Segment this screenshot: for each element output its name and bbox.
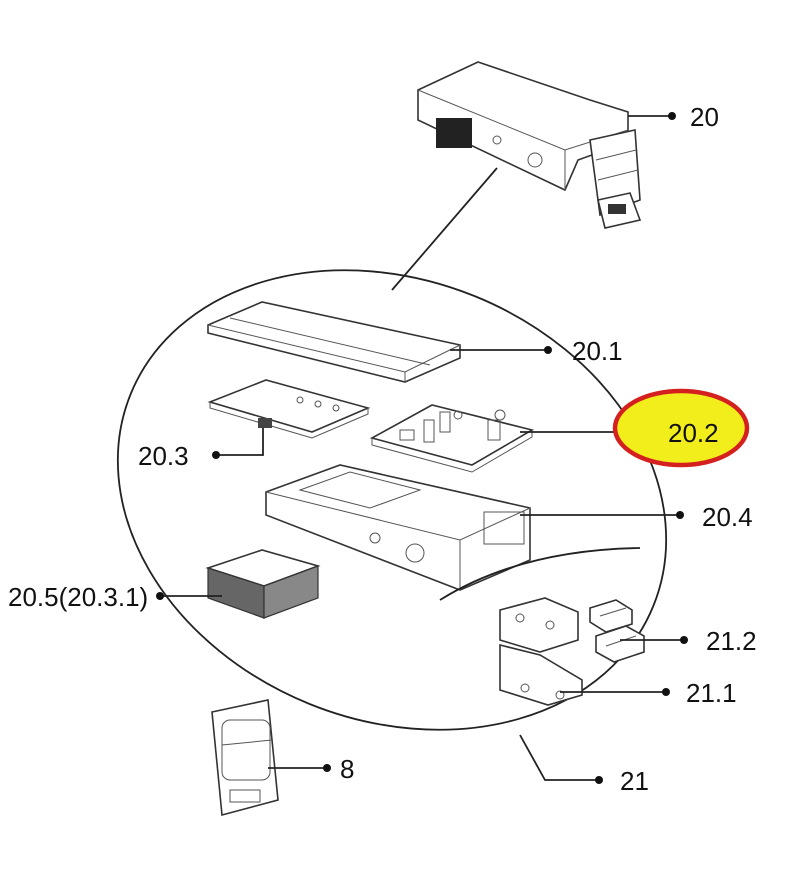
part-21-1-bracket: [499, 597, 583, 706]
part-20-2-pcb: [369, 404, 535, 473]
label-20-3: 20.3: [138, 441, 189, 471]
label-21-2: 21.2: [706, 626, 757, 656]
label-20-1: 20.1: [572, 336, 623, 366]
label-8: 8: [340, 754, 354, 784]
label-20: 20: [690, 102, 719, 132]
group-ellipse: [116, 269, 668, 731]
label-20-2: 20.2: [668, 418, 719, 448]
label-21: 21: [620, 766, 649, 796]
part-20-housing: [417, 61, 642, 229]
label-21-1: 21.1: [686, 678, 737, 708]
part-21-2-terminals: [589, 599, 645, 663]
highlight-ellipse: [612, 388, 750, 468]
part-20-5-heatsink: [205, 549, 321, 619]
label-20-5: 20.5(20.3.1): [8, 582, 148, 612]
part-8-handle: [211, 699, 279, 817]
part-20-4-base: [265, 464, 531, 591]
part-20-3-board: [207, 379, 371, 439]
part-20-1-cover: [207, 301, 461, 383]
label-20-4: 20.4: [702, 502, 753, 532]
